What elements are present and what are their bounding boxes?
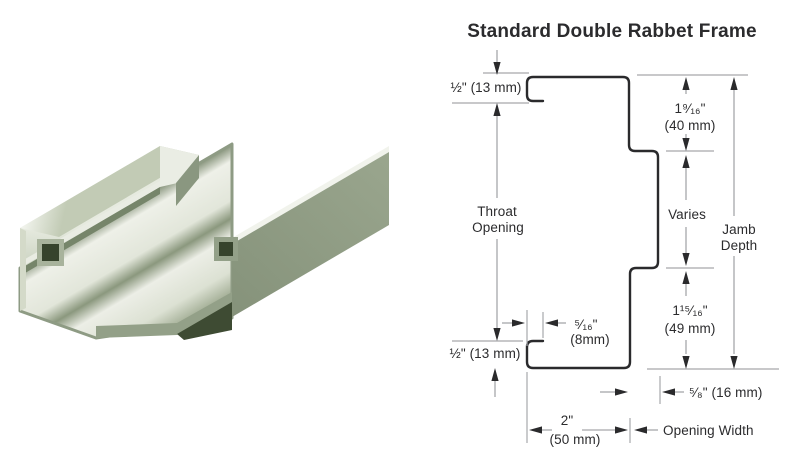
- rail-inner-face: [176, 155, 199, 206]
- bottom-stop-shadow: [177, 302, 232, 340]
- dim-opening-width-label: Opening Width: [663, 423, 754, 438]
- bottom-stop-face: [96, 292, 232, 338]
- jamb-face: [232, 152, 389, 317]
- stop-hook-right-void: [219, 242, 233, 256]
- dim-jamb-label-2: Depth: [721, 238, 758, 253]
- dim-stop-top-label: ½" (13 mm): [450, 80, 521, 95]
- frame-3d-illustration: [18, 142, 389, 340]
- rail-top-face: [20, 146, 199, 237]
- dim-stop-bottom-label: ½" (13 mm): [449, 346, 520, 361]
- dim-face-width-label-2: (50 mm): [550, 432, 601, 447]
- rail-edge-band: [20, 228, 26, 311]
- dim-backbend-label: ⁵⁄₈" (16 mm): [689, 385, 762, 400]
- dim-stop-return-label-1: ⁵⁄₁₆": [574, 317, 597, 332]
- dimension-diagram: Standard Double Rabbet Frame: [449, 21, 779, 447]
- stop-hook-left-void: [42, 244, 59, 261]
- dim-varies-label: Varies: [668, 207, 706, 222]
- dimension-lines: [494, 50, 735, 431]
- dim-jamb-label-1: Jamb: [722, 222, 755, 237]
- dim-rabbet-top-label-1: 1⁹⁄₁₆": [675, 101, 706, 116]
- dim-rabbet-top-label-2: (40 mm): [665, 118, 716, 133]
- dim-throat-label-2: Opening: [472, 220, 524, 235]
- diagram-title: Standard Double Rabbet Frame: [467, 21, 757, 42]
- dim-throat-label-1: Throat: [477, 204, 517, 219]
- dim-rabbet-bottom-label-1: 1¹⁵⁄₁₆": [672, 303, 707, 318]
- extension-lines: [452, 72, 779, 443]
- dim-stop-return-label-2: (8mm): [570, 332, 610, 347]
- profile-outline: [525, 75, 660, 370]
- dim-rabbet-bottom-label-2: (49 mm): [665, 321, 716, 336]
- jamb-face-top-strip: [232, 146, 389, 244]
- dim-face-width-label-1: 2": [561, 413, 574, 428]
